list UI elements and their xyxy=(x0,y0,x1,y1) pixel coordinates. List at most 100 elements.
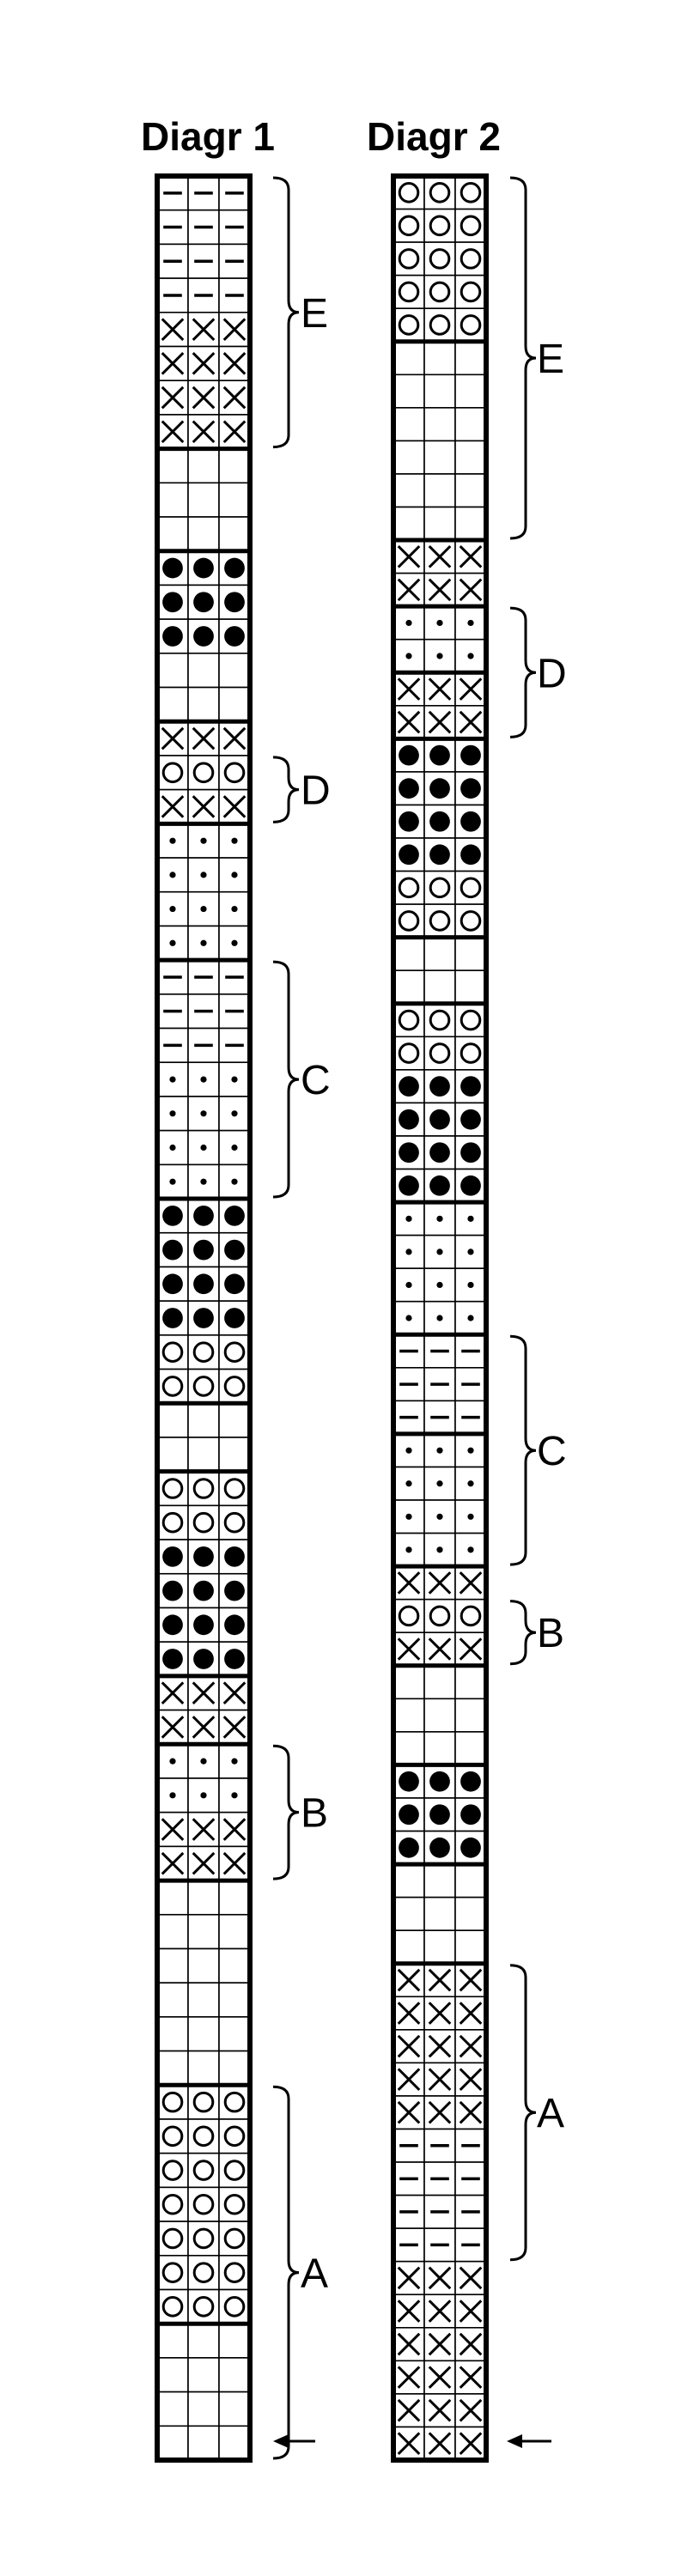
cross-symbol xyxy=(161,420,185,444)
grid-row xyxy=(156,345,251,382)
small-dot-symbol xyxy=(169,1144,176,1151)
grid-row xyxy=(393,1962,487,1998)
grid-cell xyxy=(218,2016,251,2052)
open-circle-symbol xyxy=(161,1478,184,1499)
diagram-2-start-arrow xyxy=(507,2434,551,2448)
open-circle-symbol xyxy=(429,910,451,932)
grid-cell xyxy=(218,2288,251,2324)
grid-row xyxy=(156,1300,251,1336)
section-brace xyxy=(272,756,300,823)
grid-row xyxy=(156,857,251,893)
grid-row xyxy=(156,414,251,450)
grid-cell xyxy=(187,2050,220,2087)
grid-cell xyxy=(393,1698,425,1733)
grid-cell xyxy=(454,1002,487,1038)
grid-cell xyxy=(393,936,425,972)
grid-row xyxy=(156,1027,251,1064)
grid-cell xyxy=(454,1598,487,1634)
grid-cell xyxy=(187,1470,220,1507)
grid-cell xyxy=(423,1664,456,1700)
grid-cell xyxy=(454,1863,487,1899)
open-circle-symbol xyxy=(460,248,482,270)
grid-row xyxy=(156,1368,251,1405)
grid-cell xyxy=(454,1896,487,1931)
grid-cell xyxy=(454,274,487,310)
grid-row xyxy=(393,1698,487,1733)
grid-row xyxy=(393,1532,487,1567)
grid-row xyxy=(393,2326,487,2362)
grid-row xyxy=(156,2254,251,2291)
grid-row xyxy=(156,584,251,620)
filled-dot-symbol xyxy=(162,1649,183,1669)
grid-row xyxy=(393,2029,487,2064)
cross-symbol xyxy=(459,710,483,734)
filled-dot-symbol xyxy=(399,1771,419,1792)
small-dot-symbol xyxy=(169,872,176,878)
small-dot-symbol xyxy=(169,1178,176,1185)
grid-cell xyxy=(156,1982,189,2018)
grid-row xyxy=(156,1231,251,1268)
open-circle-symbol xyxy=(161,2262,184,2283)
grid-row xyxy=(156,890,251,927)
open-circle-symbol xyxy=(460,1042,482,1064)
small-dot-symbol xyxy=(467,1215,474,1222)
grid-row xyxy=(393,1300,487,1336)
grid-cell xyxy=(156,1437,189,1473)
grid-outer-border xyxy=(155,173,253,2463)
filled-dot-symbol xyxy=(193,1239,214,1261)
open-circle-symbol xyxy=(161,762,184,784)
section-brace xyxy=(509,1334,537,1566)
grid-cell xyxy=(218,2084,251,2120)
grid-cell xyxy=(187,2152,220,2189)
grid-row xyxy=(393,1267,487,1303)
grid-cell xyxy=(218,1368,251,1405)
small-dot-symbol xyxy=(405,1546,412,1553)
filled-dot-symbol xyxy=(399,778,419,799)
grid-cell xyxy=(187,2425,220,2461)
arrow-left-icon xyxy=(273,2434,289,2448)
cross-symbol xyxy=(192,726,216,750)
grid-cell xyxy=(218,1880,251,1916)
grid-cell xyxy=(187,1880,220,1916)
cross-symbol xyxy=(222,352,247,375)
section-label: C xyxy=(301,1058,331,1103)
grid-row xyxy=(393,539,487,574)
grid-cell xyxy=(187,1913,220,1950)
grid-cell xyxy=(423,936,456,972)
filled-dot-symbol xyxy=(460,1175,481,1196)
small-dot-symbol xyxy=(200,1758,207,1765)
filled-dot-symbol xyxy=(460,778,481,799)
open-circle-symbol xyxy=(460,215,482,237)
grid-row xyxy=(156,1266,251,1302)
open-circle-symbol xyxy=(223,1376,246,1397)
cross-symbol xyxy=(459,2034,483,2058)
grid-cell xyxy=(454,407,487,442)
grid-cell xyxy=(423,870,456,905)
cross-symbol xyxy=(397,2432,421,2456)
section-brace xyxy=(509,176,537,540)
open-circle-symbol xyxy=(460,1009,482,1031)
grid-row xyxy=(156,1061,251,1097)
open-circle-symbol xyxy=(460,314,482,336)
cross-symbol xyxy=(397,1968,421,1992)
open-circle-symbol xyxy=(398,910,420,932)
open-circle-symbol xyxy=(398,215,420,237)
grid-row xyxy=(393,1466,487,1501)
open-circle-symbol xyxy=(161,1511,184,1534)
grid-row xyxy=(156,1198,251,1234)
cross-symbol xyxy=(428,2100,452,2124)
grid-cell xyxy=(156,653,189,689)
cross-symbol xyxy=(222,1851,247,1875)
filled-dot-symbol xyxy=(162,557,183,579)
grid-cell xyxy=(218,2323,251,2359)
cross-symbol xyxy=(161,795,185,818)
open-circle-symbol xyxy=(192,2296,215,2318)
open-circle-symbol xyxy=(429,1009,451,1031)
section-brace xyxy=(509,1964,537,2262)
small-dot-symbol xyxy=(467,1546,474,1553)
grid-row xyxy=(156,1811,251,1848)
small-dot-symbol xyxy=(405,619,412,627)
filled-dot-symbol xyxy=(460,1837,481,1858)
